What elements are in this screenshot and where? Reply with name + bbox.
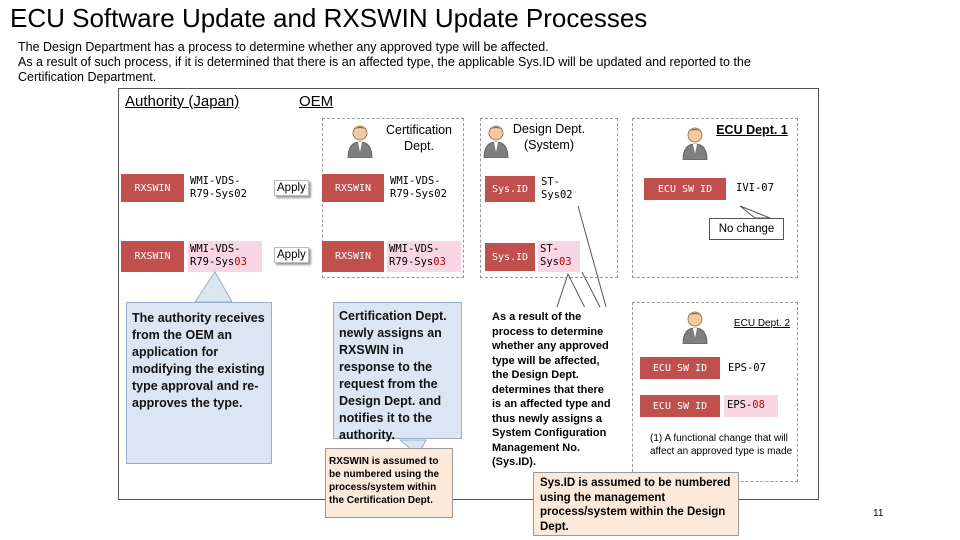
no-change-note: No change	[709, 218, 784, 240]
design-sysid-tag: Sys.ID	[485, 243, 535, 271]
functional-change-note: (1) A functional change that will affect…	[650, 433, 793, 457]
person-icon	[682, 127, 708, 160]
person-icon	[682, 311, 708, 344]
cert-rxswin-tag: RXSWIN	[322, 174, 384, 202]
authority-callout: The authority receives from the OEM an a…	[126, 302, 272, 464]
cert-rxswin-tag: RXSWIN	[322, 241, 384, 272]
apply-label: Apply	[274, 180, 309, 196]
design-callout: As a result of the process to determine …	[487, 307, 620, 483]
ecu2-swid-tag: ECU SW ID	[640, 395, 720, 417]
person-icon	[483, 125, 509, 158]
intro-line-2: As a result of such process, if it is de…	[18, 55, 751, 84]
design-sysid-value-new: ST- Sys03	[538, 241, 580, 272]
authority-rxswin-tag: RXSWIN	[121, 241, 184, 272]
ecu2-swid-value-new: EPS-08	[724, 395, 778, 417]
ecu2-swid-value: EPS-07	[728, 362, 766, 374]
rxswin-assumed-callout: RXSWIN is assumed to be numbered using t…	[325, 448, 453, 518]
ecu1-swid-tag: ECU SW ID	[644, 178, 726, 200]
authority-header: Authority (Japan)	[125, 93, 240, 110]
authority-rxswin-value-new: WMI-VDS- R79-Sys03	[188, 241, 262, 272]
design-sysid-tag: Sys.ID	[485, 176, 535, 202]
design-sysid-value: ST- Sys02	[541, 176, 573, 201]
certification-dept-label: Certification Dept.	[386, 123, 452, 153]
ecu-dept-1-label: ECU Dept. 1	[716, 123, 788, 137]
authority-rxswin-value: WMI-VDS- R79-Sys02	[190, 175, 247, 200]
intro-line-1: The Design Department has a process to d…	[18, 40, 549, 54]
page-title: ECU Software Update and RXSWIN Update Pr…	[10, 3, 648, 33]
page-number: 11	[873, 508, 884, 519]
ecu-dept-1-box	[632, 118, 798, 278]
ecu2-swid-tag: ECU SW ID	[640, 357, 720, 379]
certification-callout: Certification Dept. newly assigns an RXS…	[333, 302, 462, 442]
design-dept-label: Design Dept. (System)	[512, 122, 586, 152]
apply-label: Apply	[274, 247, 309, 263]
sysid-assumed-callout: Sys.ID is assumed to be numbered using t…	[533, 472, 739, 536]
cert-rxswin-value-new: WMI-VDS- R79-Sys03	[387, 241, 461, 272]
ecu1-swid-value: IVI-07	[736, 182, 774, 194]
ecu-dept-2-label: ECU Dept. 2	[733, 318, 791, 329]
design-dept-box	[480, 118, 618, 278]
intro-text: The Design Department has a process to d…	[18, 40, 818, 85]
cert-rxswin-value: WMI-VDS- R79-Sys02	[390, 175, 447, 200]
oem-header: OEM	[299, 93, 334, 110]
authority-rxswin-tag: RXSWIN	[121, 174, 184, 202]
oem-frame	[118, 88, 819, 500]
person-icon	[347, 125, 373, 158]
